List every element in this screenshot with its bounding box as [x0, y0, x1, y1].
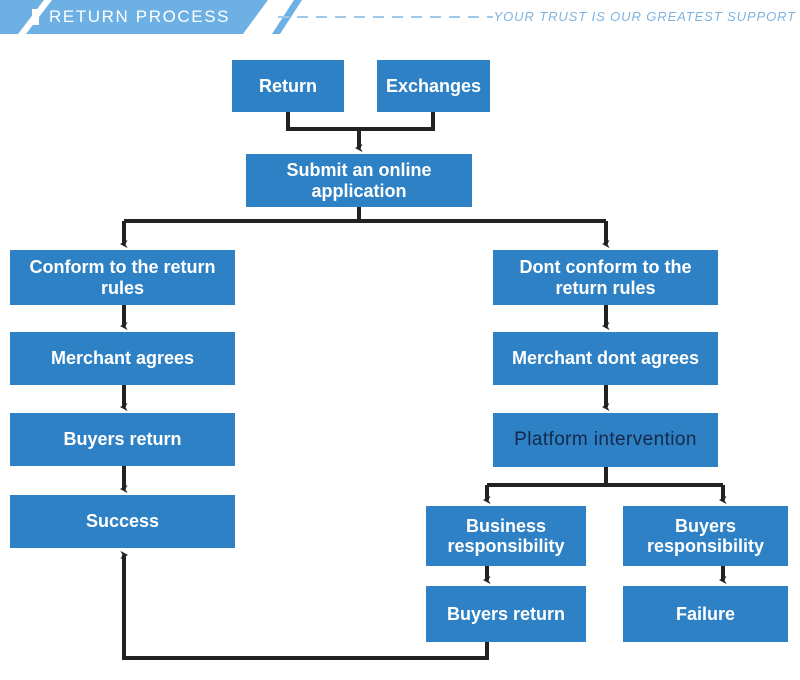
node-conform-to-return-rules[interactable]: Conform to the return rules [10, 250, 235, 305]
node-failure[interactable]: Failure [623, 586, 788, 642]
node-return[interactable]: Return [232, 60, 344, 112]
node-submit-online-application[interactable]: Submit an online application [246, 154, 472, 207]
node-success[interactable]: Success [10, 495, 235, 548]
edge-loop-back-to-success [120, 550, 489, 660]
node-buyers-return-left[interactable]: Buyers return [10, 413, 235, 466]
node-buyers-responsibility[interactable]: Buyers responsibility [623, 506, 788, 566]
node-dont-conform-to-return-rules[interactable]: Dont conform to the return rules [493, 250, 718, 305]
flowchart-connectors [120, 112, 727, 660]
node-buyers-return-right[interactable]: Buyers return [426, 586, 586, 642]
page-header: RETURN PROCESS YOUR TRUST IS OUR GREATES… [0, 0, 800, 34]
header-dashed-divider [278, 16, 493, 18]
node-exchanges[interactable]: Exchanges [377, 60, 490, 112]
node-platform-intervention[interactable]: Platform intervention [493, 413, 718, 467]
node-business-responsibility[interactable]: Business responsibility [426, 506, 586, 566]
header-tagline: YOUR TRUST IS OUR GREATEST SUPPORT [493, 9, 796, 24]
node-merchant-dont-agrees[interactable]: Merchant dont agrees [493, 332, 718, 385]
page-title: RETURN PROCESS [49, 7, 231, 26]
header-bullet-icon [32, 9, 39, 25]
edge-return-exchanges-merge [286, 112, 435, 131]
node-merchant-agrees[interactable]: Merchant agrees [10, 332, 235, 385]
return-process-flowchart: Return Exchanges Submit an online applic… [0, 34, 800, 680]
